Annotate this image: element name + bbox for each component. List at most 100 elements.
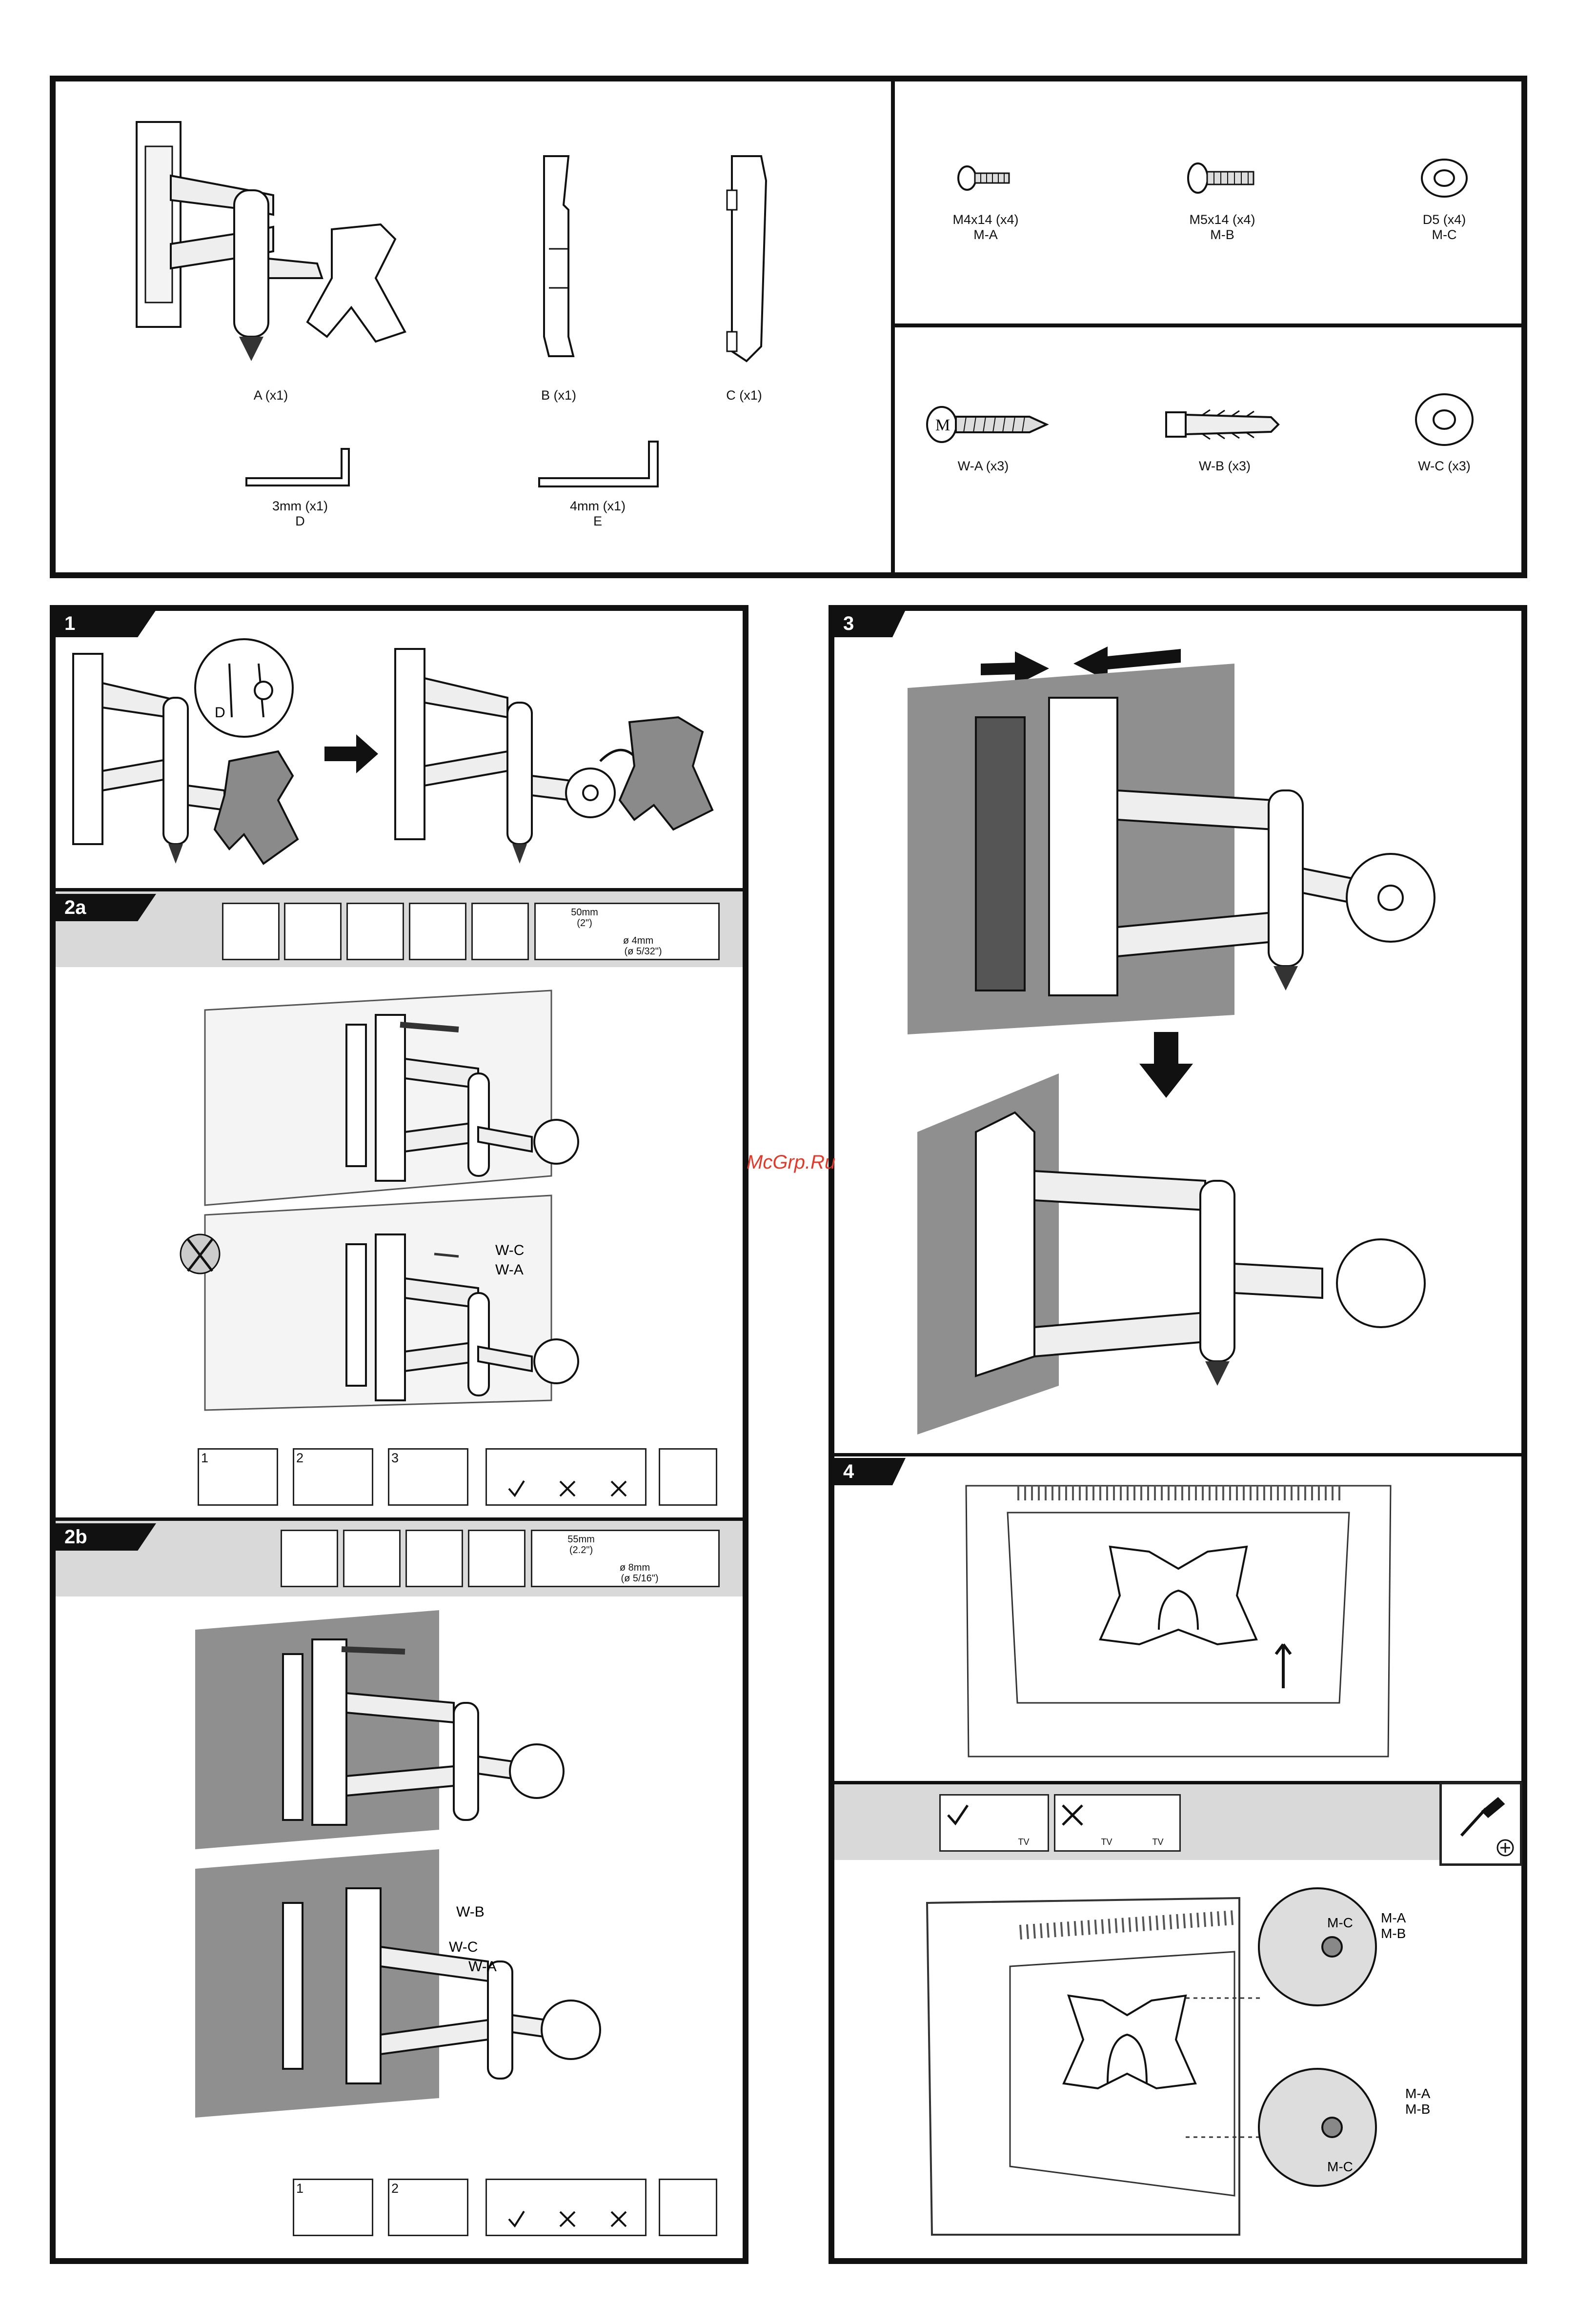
- step-4-callout-mc-bottom: M-C: [1327, 2159, 1353, 2174]
- screwdriver-icon: [1456, 1797, 1505, 1840]
- part-d-code: D: [295, 514, 305, 528]
- correct-screw-usage-box: TV: [939, 1794, 1049, 1852]
- step-4-illustration: [964, 1483, 1393, 1766]
- part-e-code: E: [593, 514, 602, 528]
- cross-icon: [1060, 1803, 1085, 1827]
- substep-2b-2-label: 2: [391, 2181, 399, 2196]
- step-1-illustration: D: [68, 634, 727, 878]
- drill-depth-box-2a: 50mm (2") ø 4mm (ø 5/32"): [534, 903, 720, 960]
- part-a-mount-illustration: [122, 117, 425, 371]
- washer-m-c-size: D5 (x4): [1423, 212, 1466, 227]
- step-2a-drill-tighten: [659, 1448, 717, 1506]
- screw-m-b-code: M-B: [1210, 227, 1234, 242]
- substep-2a-3-label: 3: [391, 1451, 399, 1466]
- step-2b-substep-1: 1: [293, 2179, 373, 2236]
- arrow-down-icon: [1139, 1032, 1193, 1098]
- incorrect-tv-label-1: TV: [1097, 1835, 1116, 1850]
- washer-m-c-illustration: [1420, 156, 1469, 200]
- step-2a-level-check: [485, 1448, 647, 1506]
- step-2a-substep-3: 3: [388, 1448, 468, 1506]
- level-icon: [346, 903, 404, 960]
- step-2b-level-check: [485, 2179, 647, 2236]
- substep-2a-2-label: 2: [296, 1451, 303, 1466]
- pencil-icon: [409, 903, 466, 960]
- drill-icon: [471, 903, 529, 960]
- step-2a-illustration: W-C W-A: [185, 981, 625, 1420]
- right-divider-2: [831, 1781, 1524, 1784]
- step-3-illustration: [903, 634, 1478, 1435]
- step-1-callout-d: D: [215, 705, 225, 721]
- drill-2b-depth-in: (2.2"): [557, 1543, 606, 1558]
- screw-m-a-label: M4x14 (x4) M-A: [932, 212, 1039, 243]
- step-2b-callout-wa: W-A: [468, 1959, 497, 1975]
- part-e-allen-key-illustration: [537, 437, 664, 500]
- step-2b-drill-tighten: [659, 2179, 717, 2236]
- check-icon: [506, 1479, 526, 1498]
- part-d-size: 3mm (x1): [272, 499, 328, 513]
- step-2a-substep-2: 2: [293, 1448, 373, 1506]
- screw-m-a-size: M4x14 (x4): [952, 212, 1018, 227]
- screw-m-a-code: M-A: [973, 227, 998, 242]
- step-4-callout-mb-bottom: M-B: [1405, 2102, 1430, 2117]
- screw-w-a-illustration: M: [925, 405, 1051, 444]
- cross-icon: [558, 1479, 577, 1498]
- check-icon: [946, 1803, 970, 1827]
- part-b-label: B (x1): [522, 388, 595, 403]
- correct-tv-label: TV: [1014, 1835, 1033, 1850]
- arrow-right-icon: [324, 734, 378, 773]
- tool-stud-icon: [222, 903, 280, 960]
- substep-2a-1-label: 1: [201, 1451, 208, 1466]
- cross-icon: [558, 2209, 577, 2229]
- screw-m-b-label: M5x14 (x4) M-B: [1169, 212, 1276, 243]
- anchor-w-b-label: W-B (x3): [1176, 459, 1274, 474]
- no-metal-anchor-icon: [178, 1225, 222, 1283]
- concrete-wall-icon: [281, 1530, 338, 1587]
- left-divider-2: [53, 1517, 746, 1521]
- part-d-allen-key-illustration: [244, 444, 356, 503]
- substep-2b-1-label: 1: [296, 2181, 303, 2196]
- step-4-screw-attach-illustration: M-A M-B M-C M-A M-B M-C: [922, 1893, 1488, 2244]
- screw-m-b-illustration: [1186, 161, 1259, 195]
- part-b-cover-illustration: [534, 151, 583, 366]
- drill-2a-bit-in: (ø 5/32"): [616, 944, 670, 959]
- anchor-w-b-illustration: [1164, 407, 1281, 442]
- incorrect-screw-usage-box: TV TV: [1054, 1794, 1181, 1852]
- step-2a-callout-wc: W-C: [495, 1242, 524, 1258]
- screw-m-a-illustration: [956, 163, 1015, 193]
- part-a-label: A (x1): [229, 388, 312, 403]
- step-4-callout-mb-top: M-B: [1381, 1926, 1406, 1941]
- washer-m-c-code: M-C: [1432, 227, 1457, 242]
- screwdriver-tool-box: [1439, 1782, 1522, 1866]
- screw-w-a-mark: M: [935, 416, 950, 434]
- step-4-callout-ma-bottom: M-A: [1405, 2086, 1431, 2101]
- watermark: McGrp.Ru: [747, 1152, 835, 1173]
- plus-icon: [1496, 1838, 1515, 1858]
- part-d-label: 3mm (x1) D: [254, 499, 346, 529]
- drill-2b-bit-in: (ø 5/16"): [613, 1571, 667, 1586]
- step-4-callout-mc-top: M-C: [1327, 1915, 1353, 1930]
- screw-w-a-label: W-A (x3): [934, 459, 1032, 474]
- part-e-size: 4mm (x1): [570, 499, 626, 513]
- left-divider-1: [53, 888, 746, 891]
- part-c-cover-illustration: [717, 151, 776, 366]
- drill-2a-depth-in: (2"): [560, 916, 609, 931]
- right-divider-1: [831, 1453, 1524, 1456]
- screw-m-b-size: M5x14 (x4): [1189, 212, 1255, 227]
- cross-icon: [609, 1479, 628, 1498]
- part-c-label: C (x1): [708, 388, 781, 403]
- step-2b-illustration: W-B W-C W-A: [190, 1610, 654, 2122]
- incorrect-tv-label-2: TV: [1148, 1835, 1168, 1850]
- step-2a-callout-wa: W-A: [495, 1262, 524, 1278]
- drill-icon: [468, 1530, 526, 1587]
- step-2b-callout-wc: W-C: [449, 1939, 478, 1955]
- step-2a-substep-1: 1: [198, 1448, 278, 1506]
- pencil-icon: [405, 1530, 463, 1587]
- parts-divider-horizontal: [893, 323, 1524, 327]
- step-2b-substep-2: 2: [388, 2179, 468, 2236]
- step-4-callout-ma-top: M-A: [1381, 1910, 1406, 1925]
- washer-w-c-label: W-C (x3): [1395, 459, 1493, 474]
- stud-finder-icon: [284, 903, 342, 960]
- step-2b-callout-wb: W-B: [456, 1904, 485, 1920]
- level-icon: [343, 1530, 401, 1587]
- check-icon: [506, 2209, 526, 2229]
